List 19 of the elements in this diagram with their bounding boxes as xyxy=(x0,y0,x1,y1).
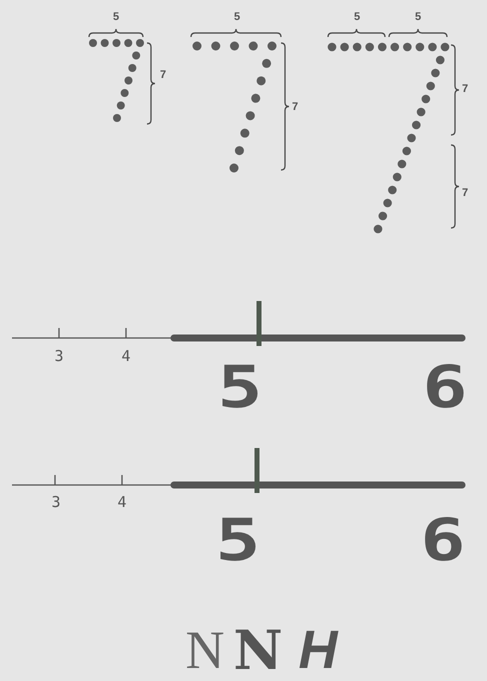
count-label: 7 xyxy=(462,188,468,199)
count-label: 5 xyxy=(354,12,360,23)
sample-letter: H xyxy=(298,623,338,677)
scale-number: 6 xyxy=(420,511,466,569)
scale-number: 5 xyxy=(215,511,261,569)
scale-number: 3 xyxy=(51,495,61,510)
count-label: 5 xyxy=(234,12,240,23)
scale-number: 4 xyxy=(117,495,127,510)
count-label: 7 xyxy=(160,70,166,81)
scale-number: 5 xyxy=(217,358,263,416)
count-label: 5 xyxy=(112,12,120,23)
count-label: 7 xyxy=(292,102,298,113)
scale-number: 6 xyxy=(422,358,468,416)
count-label: 5 xyxy=(414,12,422,23)
sample-letter: N xyxy=(233,623,283,677)
sample-letter: N xyxy=(186,623,224,677)
scale-number: 3 xyxy=(54,349,64,364)
count-label: 7 xyxy=(462,84,468,95)
scale-number: 4 xyxy=(121,349,131,364)
